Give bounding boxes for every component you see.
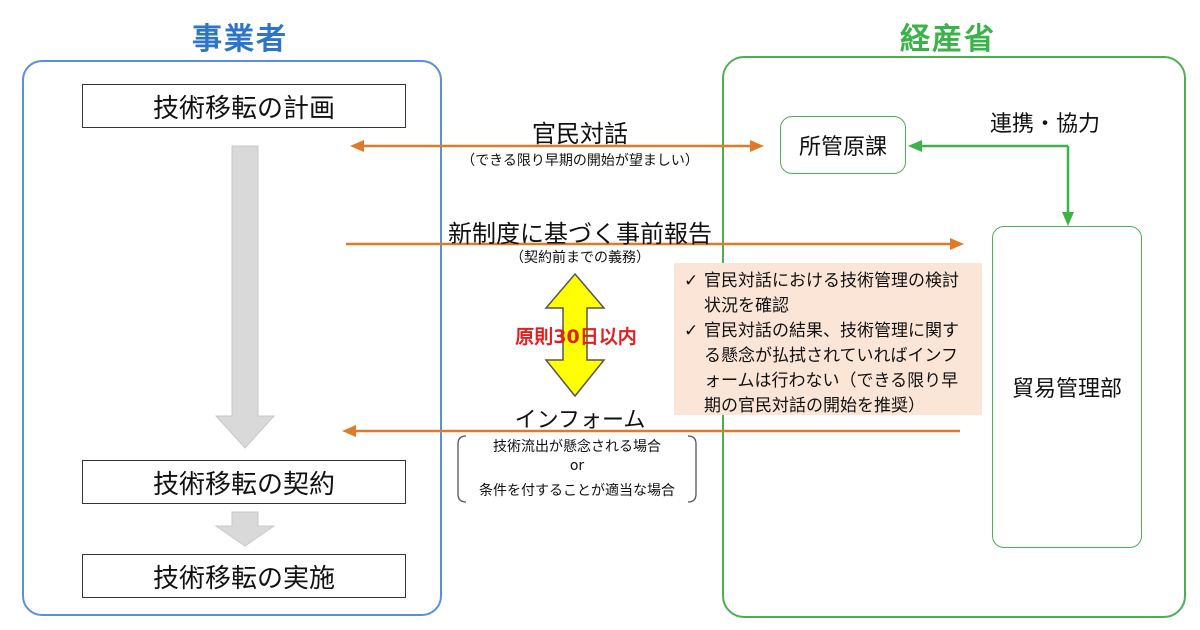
inform-arrow: [342, 425, 960, 437]
report-label: 新制度に基づく事前報告: [448, 220, 712, 248]
cooperation-label: 連携・協力: [990, 112, 1101, 137]
trade-bureau-label: 貿易管理部: [1011, 377, 1122, 402]
inform-label: インフォーム: [514, 408, 646, 433]
step-execute: 技術移転の実施: [82, 554, 406, 598]
trade-bureau-box: 貿易管理部: [992, 226, 1142, 548]
process-arrow-plan-to-contract: [214, 145, 276, 449]
dialogue-arrow: [350, 140, 764, 152]
dialogue-note: （できる限り早期の開始が望ましい）: [461, 153, 699, 169]
review-note-box: ✓ 官民対話における技術管理の検討状況を確認 ✓ 官民対話の結果、技術管理に関す…: [674, 263, 982, 416]
step-plan: 技術移転の計画: [82, 84, 406, 128]
dialogue-label: 官民対話: [532, 120, 628, 148]
inform-or: or: [569, 458, 585, 474]
business-heading: 事業者: [192, 22, 288, 57]
report-note: （契約前までの義務）: [510, 250, 650, 266]
business-panel: [22, 60, 442, 616]
check-icon: ✓: [684, 321, 699, 341]
note-item: ✓ 官民対話の結果、技術管理に関する懸念が払拭されていればインフォームは行わない…: [684, 319, 974, 419]
division-box: 所管原課: [780, 116, 906, 174]
note-item: ✓ 官民対話における技術管理の検討状況を確認: [684, 269, 974, 319]
deadline-label: 原則30日以内: [515, 326, 637, 348]
cooperation-arrow: [908, 140, 1074, 226]
report-arrow: [346, 238, 964, 250]
inform-condition-2: 条件を付することが適当な場合: [479, 483, 675, 499]
note-text: 官民対話の結果、技術管理に関する懸念が払拭されていればインフォームは行わない（で…: [704, 321, 959, 416]
step-contract: 技術移転の契約: [82, 460, 406, 504]
meti-heading: 経産省: [900, 22, 996, 57]
inform-condition-bracket: [457, 435, 697, 503]
inform-condition-1: 技術流出が懸念される場合: [493, 439, 661, 455]
division-label: 所管原課: [798, 135, 887, 160]
process-arrow-contract-to-execute: [214, 511, 276, 547]
note-text: 官民対話における技術管理の検討状況を確認: [704, 271, 959, 316]
check-icon: ✓: [684, 271, 699, 291]
deadline-arrow: [544, 272, 606, 398]
